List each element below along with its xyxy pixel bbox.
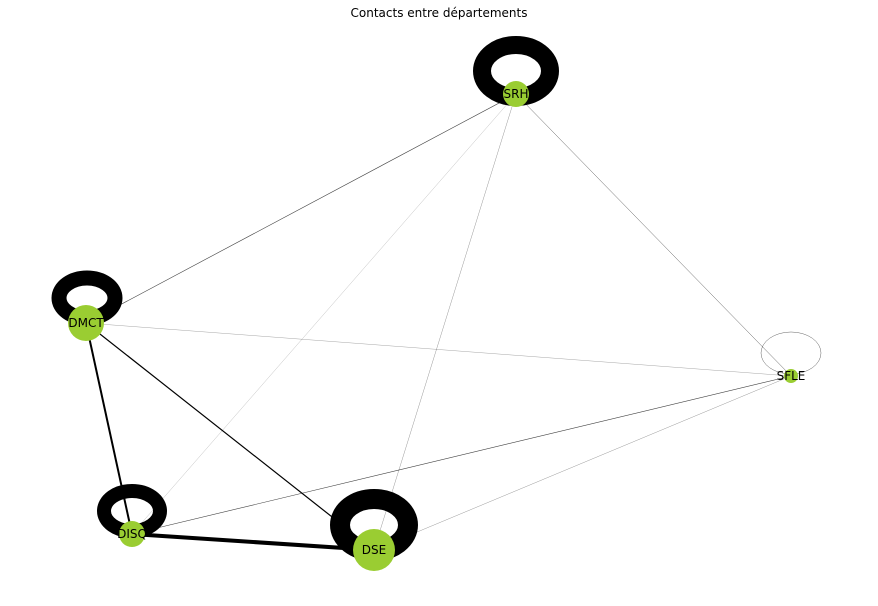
- node-label-dse: DSE: [362, 543, 386, 557]
- edge-dse-sfle: [373, 375, 792, 551]
- node-label-dmct: DMCT: [68, 316, 104, 330]
- edge-dmct-disq: [85, 322, 133, 535]
- edge-srh-sfle: [515, 93, 792, 377]
- node-dmct: [68, 305, 104, 341]
- node-disq: [119, 521, 145, 547]
- node-srh: [503, 81, 529, 107]
- edge-srh-disq: [131, 93, 517, 535]
- edge-disq-dse: [131, 532, 375, 552]
- self-loop-sfle: [760, 331, 822, 375]
- node-dse: [353, 529, 395, 571]
- edge-disq-sfle: [131, 375, 792, 535]
- edge-srh-dmct: [85, 93, 517, 324]
- node-label-disq: DISQ: [117, 527, 147, 541]
- edge-dmct-dse: [85, 322, 375, 551]
- graph-title: Contacts entre départements: [351, 6, 528, 20]
- edge-dmct-sfle: [85, 322, 792, 377]
- node-sfle: [784, 369, 798, 383]
- node-label-sfle: SFLE: [777, 369, 806, 383]
- node-label-srh: SRH: [504, 87, 529, 101]
- edge-srh-dse: [373, 93, 517, 551]
